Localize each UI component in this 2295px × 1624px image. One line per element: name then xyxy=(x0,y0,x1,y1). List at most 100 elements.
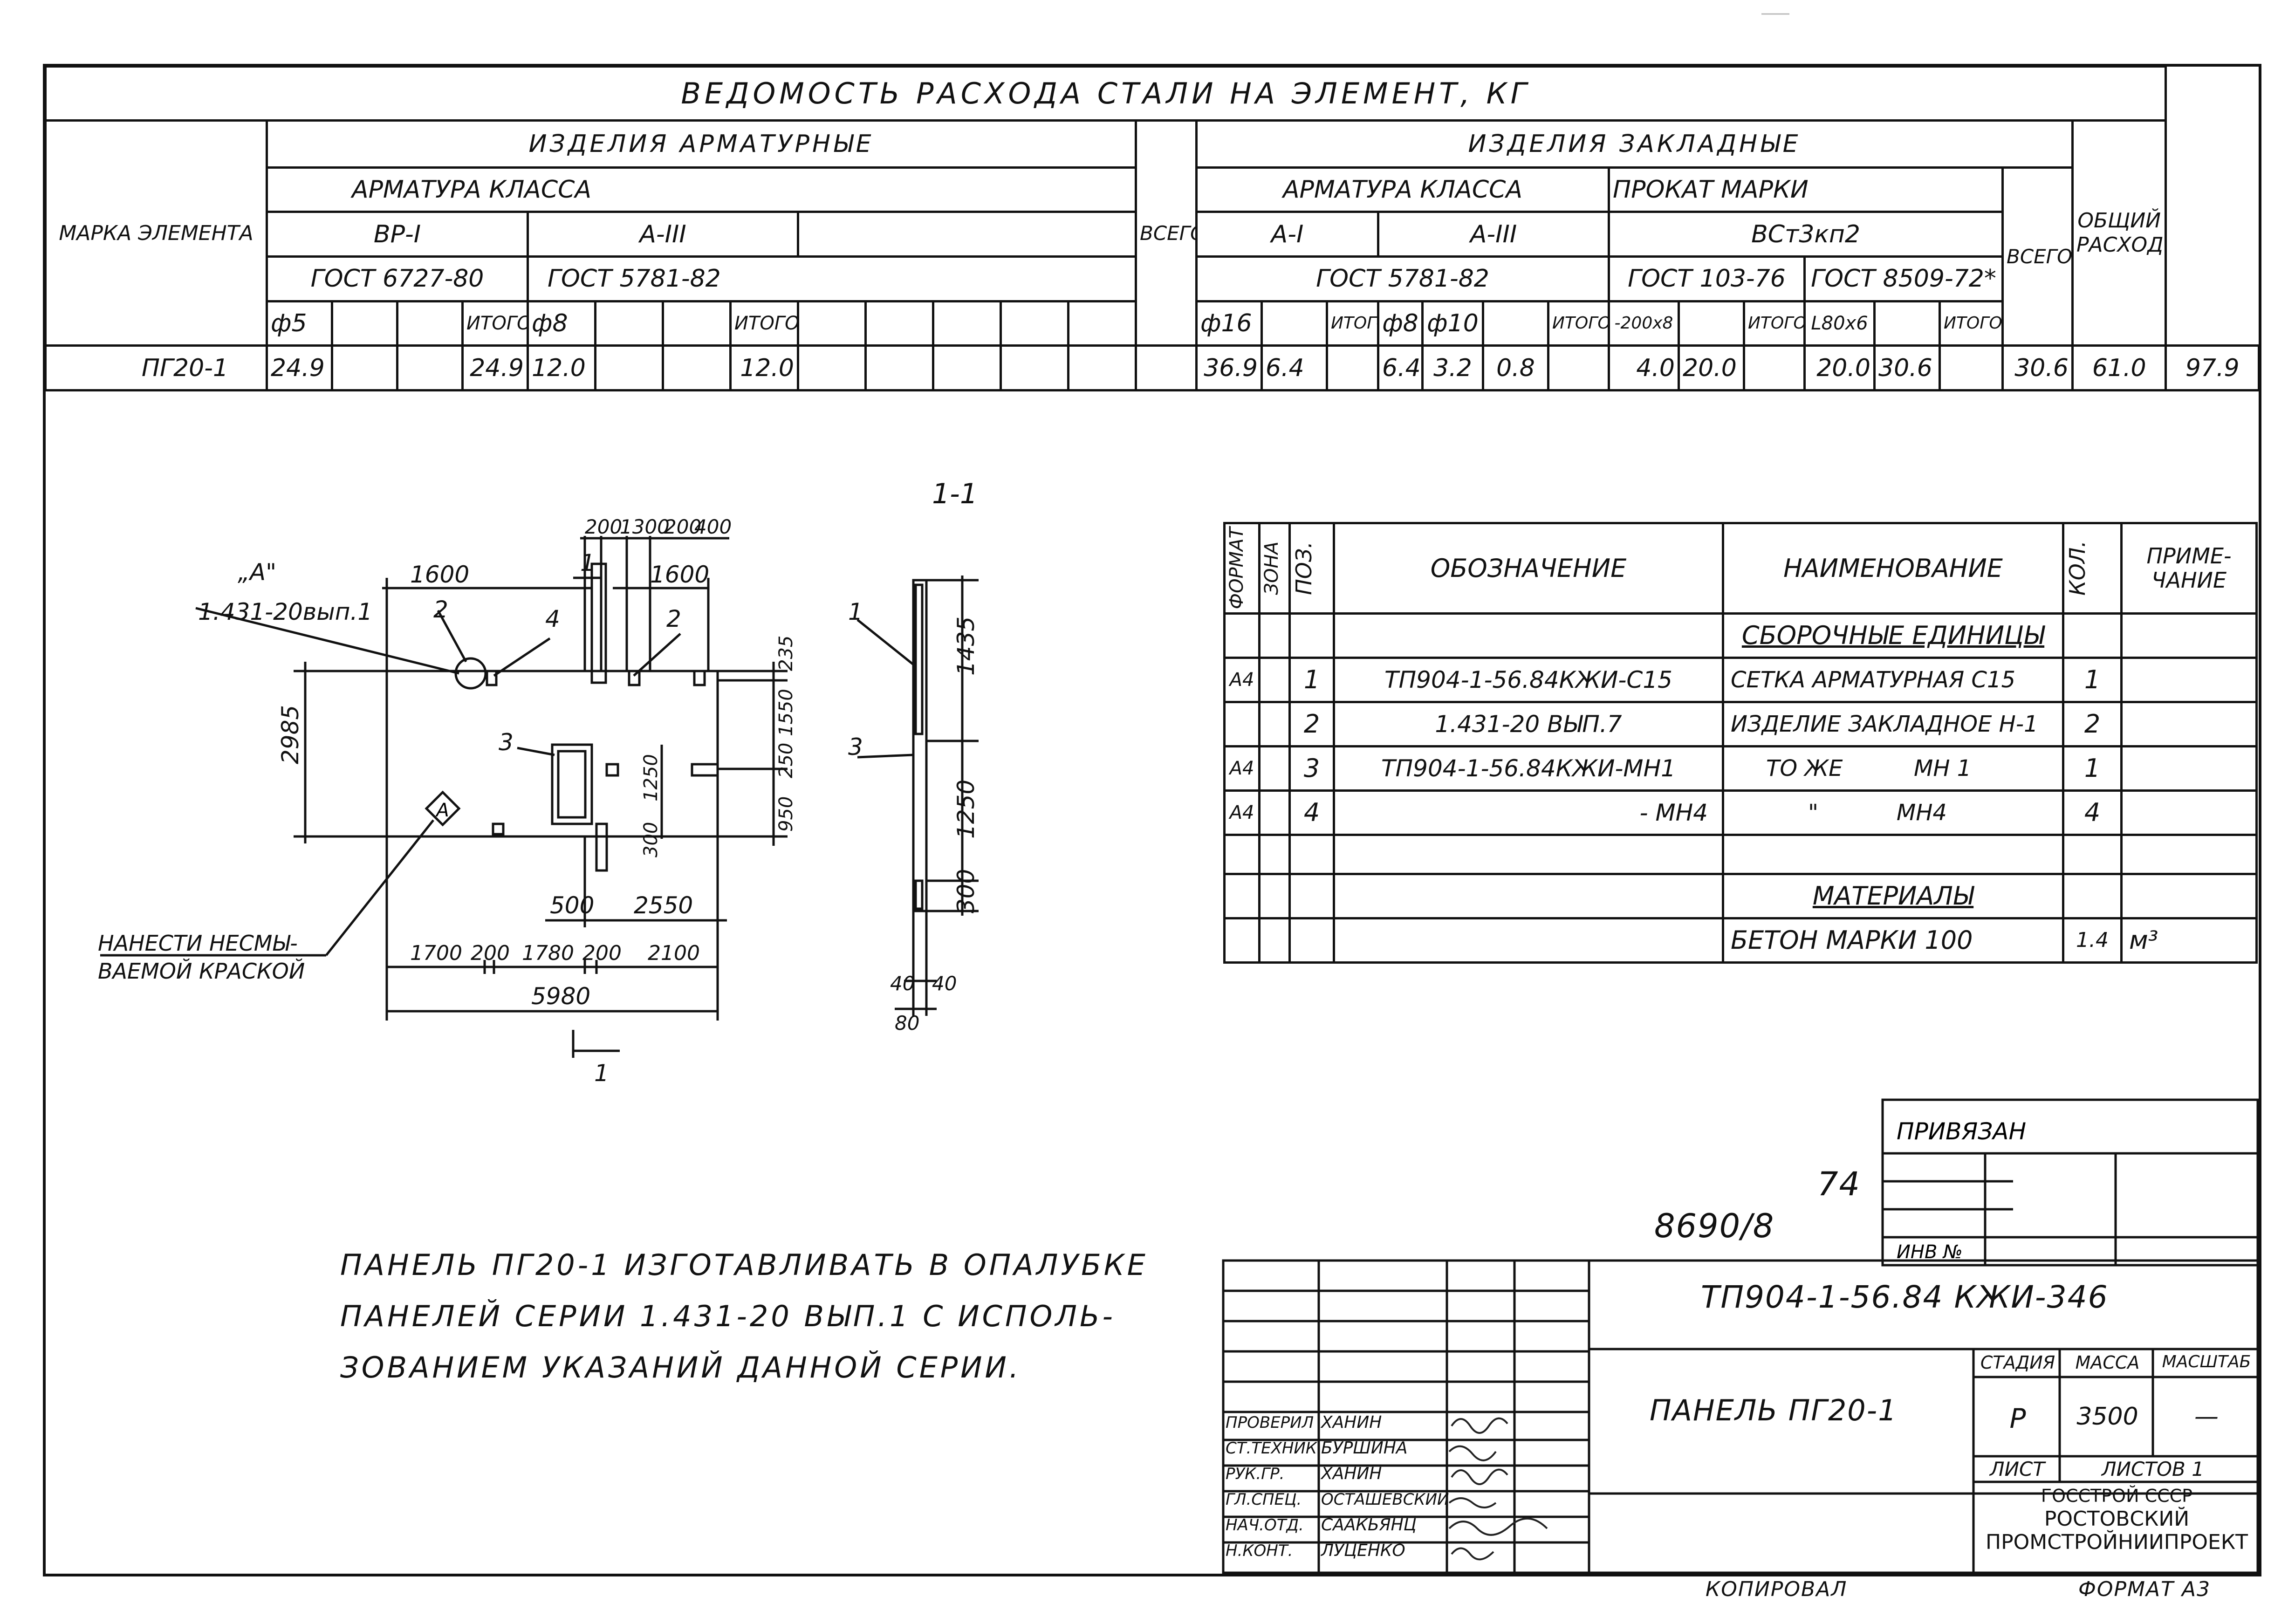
dim-200b: 200 xyxy=(664,515,701,538)
h-cell: ИТОГО xyxy=(1326,300,1379,347)
section-label: 1-1 xyxy=(932,478,978,510)
spec-designation: ТП904-1-56.84КЖИ-С15 xyxy=(1333,656,1724,703)
person-name: ЛУЦЕНКО xyxy=(1321,1541,1405,1560)
stadia-header: СТАДИЯ xyxy=(1980,1352,2055,1373)
h-name: НАИМЕНОВАНИЕ xyxy=(1722,522,2064,615)
gost-5781b: ГОСТ 5781-82 xyxy=(1195,255,1610,302)
role: Н.КОНТ. xyxy=(1226,1541,1293,1560)
person-name: ХАНИН xyxy=(1321,1413,1382,1432)
rebar-products: ИЗДЕЛИЯ АРМАТУРНЫЕ xyxy=(266,119,1137,169)
doc-code-text: ТП904-1-56.84 КЖИ-346 xyxy=(1701,1279,2109,1315)
dim-1550: 1550 xyxy=(775,689,797,736)
pos-3: 3 xyxy=(499,729,514,756)
dim-1700: 1700 xyxy=(410,941,462,965)
fabrication-note: ПАНЕЛЬ ПГ20-1 ИЗГОТАВЛИВАТЬ В ОПАЛУБКЕ П… xyxy=(340,1240,1148,1393)
h-cell xyxy=(1067,300,1137,347)
value-cell xyxy=(797,344,867,391)
pos-2b: 2 xyxy=(666,605,681,632)
value-cell xyxy=(1326,344,1379,391)
detail-a-label: „А" xyxy=(238,559,276,586)
value-cell xyxy=(932,344,1002,391)
h-cell xyxy=(331,300,398,347)
marker-a-text: А xyxy=(435,800,449,821)
h-qty: КОЛ. xyxy=(2062,522,2123,615)
dim-2985: 2985 xyxy=(277,705,304,764)
spec-designation: - МН4 xyxy=(1333,789,1724,836)
spec-row: А4 1 ТП904-1-56.84КЖИ-С15 СЕТКА АРМАТУРН… xyxy=(1223,656,2258,703)
general-total-value: 97.9 xyxy=(2165,344,2260,391)
h-cell xyxy=(1482,300,1549,347)
doc-code: ТП904-1-56.84 КЖИ-346 xyxy=(1701,1279,2109,1315)
value-cell: 24.9 xyxy=(461,344,529,391)
format-label: ФОРМАТ А3 xyxy=(2078,1577,2211,1601)
dim-200d: 200 xyxy=(582,941,622,965)
h-cell xyxy=(396,300,464,347)
spec-name: СЕТКА АРМАТУРНАЯ С15 xyxy=(1722,656,2064,703)
list-label: ЛИСТ xyxy=(1990,1458,2045,1480)
h-format: ФОРМАТ xyxy=(1223,522,1261,615)
dim-950: 950 xyxy=(775,796,797,832)
steel-table-title: ВЕДОМОСТЬ РАСХОДА СТАЛИ НА ЭЛЕМЕНТ, КГ xyxy=(44,65,2167,122)
specification-table: ФОРМАТ ЗОНА ПОЗ. ОБОЗНАЧЕНИЕ НАИМЕНОВАНИ… xyxy=(1223,522,2258,964)
section-materials: МАТЕРИАЛЫ xyxy=(1722,872,2064,919)
h-cell xyxy=(1873,300,1941,347)
side-1250: 1250 xyxy=(952,780,980,839)
dim-235: 235 xyxy=(775,636,797,671)
section-assembly-units: СБОРОЧНЫЕ ЕДИНИЦЫ xyxy=(1722,612,2064,659)
massa-header: МАССА xyxy=(2075,1352,2140,1373)
note-line-1: ПАНЕЛЬ ПГ20-1 ИЗГОТАВЛИВАТЬ В ОПАЛУБКЕ xyxy=(340,1248,1148,1282)
person-name: СААКЬЯНЦ xyxy=(1321,1515,1417,1535)
h-cell: ИТОГО xyxy=(1547,300,1610,347)
dim-5980: 5980 xyxy=(531,983,590,1010)
dim-1300: 1300 xyxy=(620,515,670,538)
spec-designation: 1.431-20 ВЫП.7 xyxy=(1333,700,1724,747)
h-cell: L80х6 xyxy=(1803,300,1876,347)
h-zone-text: ЗОНА xyxy=(1261,541,1283,595)
spec-format xyxy=(1223,700,1261,747)
cut-mark-bottom: 1 xyxy=(594,1060,609,1087)
dim-1600b: 1600 xyxy=(650,561,709,588)
h-cell: -200х8 xyxy=(1608,300,1680,347)
material-unit: м³ xyxy=(2120,917,2258,964)
h-cell xyxy=(1000,300,1069,347)
spec-pos: 3 xyxy=(1288,745,1335,792)
role: ПРОВЕРИЛ xyxy=(1226,1413,1314,1432)
value-cell: 12.0 xyxy=(729,344,799,391)
masshtab-header: МАСШТАБ xyxy=(2162,1352,2251,1371)
class-a3: А-III xyxy=(527,211,799,258)
spec-row: А4 3 ТП904-1-56.84КЖИ-МН1 ТО ЖЕ МН 1 1 xyxy=(1223,745,2258,792)
h-cell xyxy=(864,300,934,347)
spec-row: 2 1.431-20 ВЫП.7 ИЗДЕЛИЕ ЗАКЛАДНОЕ Н-1 2 xyxy=(1223,700,2258,747)
massa-value: 3500 xyxy=(2076,1403,2138,1431)
value-cell: 0.8 xyxy=(1482,344,1549,391)
detail-ref: 1.431-20вып.1 xyxy=(198,598,372,625)
signature-row: РУК.ГР. ХАНИН xyxy=(1226,1461,1514,1487)
h-cell: ИТОГО xyxy=(1743,300,1806,347)
side-1435: 1435 xyxy=(952,617,980,676)
class-empty xyxy=(797,211,1137,258)
embedded-products: ИЗДЕЛИЯ ЗАКЛАДНЫЕ xyxy=(1195,119,2074,169)
spec-qty: 1 xyxy=(2062,656,2123,703)
class-bp1: ВР-I xyxy=(266,211,529,258)
h-designation: ОБОЗНАЧЕНИЕ xyxy=(1333,522,1724,615)
note-line-2: ПАНЕЛЕЙ СЕРИИ 1.431-20 ВЫП.1 С ИСПОЛЬ- xyxy=(340,1299,1116,1333)
spec-name: ТО ЖЕ МН 1 xyxy=(1722,745,2064,792)
dim-500: 500 xyxy=(550,892,594,919)
side-300: 300 xyxy=(952,869,980,913)
rolled-header: ПРОКАТ МАРКИ xyxy=(1608,166,2004,213)
person-name: БУРШИНА xyxy=(1321,1439,1408,1458)
h-qty-text: КОЛ. xyxy=(2065,541,2090,596)
h-cell: ф5 xyxy=(266,300,333,347)
value-cell xyxy=(594,344,664,391)
embedded-total-value: 61.0 xyxy=(2071,344,2167,391)
spec-name: ИЗДЕЛИЕ ЗАКЛАДНОЕ Н-1 xyxy=(1722,700,2064,747)
pos-4: 4 xyxy=(545,605,560,632)
gost-103: ГОСТ 103-76 xyxy=(1608,255,1806,302)
value-cell: 30.6 xyxy=(2001,344,2074,391)
spec-format: А4 xyxy=(1223,789,1261,836)
spec-name: " МН4 xyxy=(1722,789,2064,836)
value-cell: 3.2 xyxy=(1421,344,1484,391)
h-cell: ИТОГО xyxy=(729,300,799,347)
row-mark: ПГ20-1 xyxy=(44,344,268,391)
